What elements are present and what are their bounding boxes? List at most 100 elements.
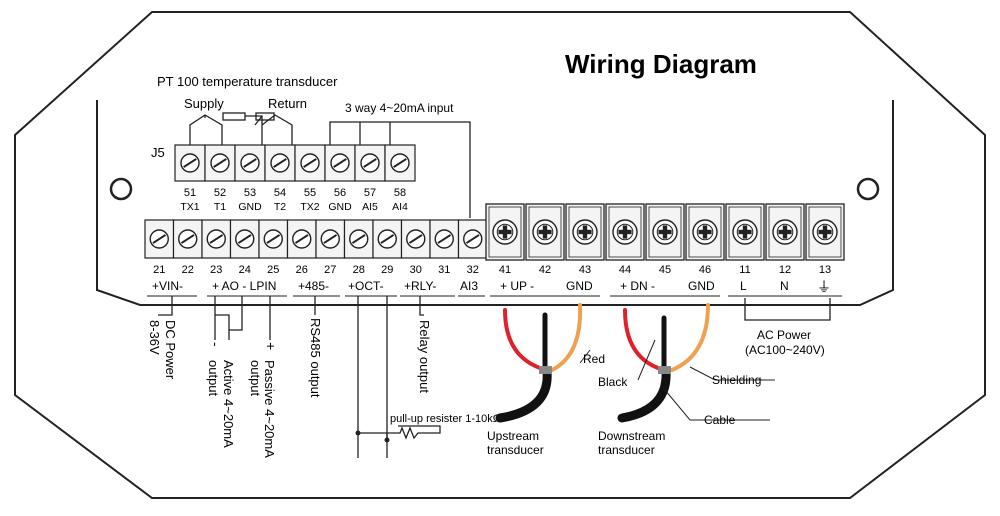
terminal-number: 44 bbox=[619, 264, 631, 276]
terminal-number: 57 bbox=[364, 187, 376, 199]
terminal-22[interactable]: 22 bbox=[172, 219, 203, 276]
downstream-cable bbox=[617, 303, 710, 423]
passive-output-label: output bbox=[248, 360, 263, 397]
right-group-labels: + UP - GND + DN - GND L N ⏚ bbox=[500, 279, 831, 295]
terminal-name: GND bbox=[328, 201, 352, 213]
j5-label: J5 bbox=[151, 145, 165, 160]
terminal-43[interactable]: 43 bbox=[565, 203, 605, 276]
terminal-number: 46 bbox=[699, 264, 711, 276]
terminal-12[interactable]: 12 bbox=[765, 203, 805, 276]
mount-hole-right bbox=[856, 177, 880, 201]
terminal-28[interactable]: 28 bbox=[343, 219, 374, 276]
terminal-25[interactable]: 25 bbox=[258, 219, 289, 276]
page-title: Wiring Diagram bbox=[565, 49, 757, 79]
minus-label: - bbox=[208, 342, 224, 347]
rs485-label: RS485 output bbox=[308, 318, 323, 398]
group-label-rly: +RLY- bbox=[404, 279, 436, 293]
terminal-number: 45 bbox=[659, 264, 671, 276]
terminal-number: 52 bbox=[214, 187, 226, 199]
terminal-number: 25 bbox=[267, 264, 279, 276]
group-label-dn: + DN - bbox=[620, 279, 655, 293]
group-label-oct: +OCT- bbox=[348, 279, 384, 293]
junction-dot bbox=[384, 437, 390, 443]
red-label: Red bbox=[583, 352, 605, 366]
group-label-ao-lpin: + AO - LPIN bbox=[212, 279, 276, 293]
ac-power-bracket bbox=[744, 298, 831, 321]
group-label-ai3: AI3 bbox=[460, 279, 478, 293]
housing-outline bbox=[14, 11, 986, 499]
pt100-wiring bbox=[189, 112, 471, 218]
terminal-30[interactable]: 30 bbox=[400, 219, 431, 276]
terminal-41[interactable]: 41 bbox=[485, 203, 525, 276]
terminal-number: 54 bbox=[274, 187, 286, 199]
terminal-42[interactable]: 42 bbox=[525, 203, 565, 276]
active-output-label: output bbox=[206, 360, 221, 397]
lower-leads bbox=[158, 296, 441, 458]
terminal-29[interactable]: 29 bbox=[372, 219, 403, 276]
downstream-sub-label: transducer bbox=[598, 443, 655, 457]
terminal-number: 42 bbox=[539, 264, 551, 276]
return-label: Return bbox=[268, 96, 307, 111]
group-label-vin: +VIN- bbox=[152, 279, 183, 293]
terminal-number: 22 bbox=[182, 264, 194, 276]
terminal-number: 55 bbox=[304, 187, 316, 199]
active-label: Active 4~20mA bbox=[221, 360, 236, 448]
terminal-number: 28 bbox=[353, 264, 365, 276]
terminal-27[interactable]: 27 bbox=[315, 219, 346, 276]
terminal-name: GND bbox=[238, 201, 262, 213]
terminal-26[interactable]: 26 bbox=[286, 219, 317, 276]
terminal-name: TX1 bbox=[180, 201, 199, 213]
terminal-number: 21 bbox=[153, 264, 165, 276]
terminal-name: AI5 bbox=[362, 201, 378, 213]
terminal-number: 53 bbox=[244, 187, 256, 199]
ac-range-label: (AC100~240V) bbox=[745, 343, 825, 357]
group-label-l: L bbox=[740, 279, 747, 293]
callout-lines bbox=[579, 339, 775, 421]
terminal-number: 23 bbox=[210, 264, 222, 276]
terminal-number: 43 bbox=[579, 264, 591, 276]
terminal-number: 11 bbox=[739, 264, 750, 276]
junction-dot bbox=[355, 430, 361, 436]
terminal-name: TX2 bbox=[300, 201, 319, 213]
terminal-number: 12 bbox=[779, 264, 791, 276]
terminal-21[interactable]: 21 bbox=[144, 219, 175, 276]
terminal-24[interactable]: 24 bbox=[229, 219, 260, 276]
terminal-11[interactable]: 11 bbox=[725, 203, 765, 276]
terminal-number: 41 bbox=[499, 264, 511, 276]
right-terminal-block: 41 42 43 44 45 46 11 12 13 bbox=[485, 203, 845, 276]
terminal-number: 26 bbox=[296, 264, 308, 276]
terminal-23[interactable]: 23 bbox=[201, 219, 232, 276]
terminal-32[interactable]: 32 bbox=[457, 219, 488, 276]
terminal-31[interactable]: 31 bbox=[429, 219, 460, 276]
mount-hole-left bbox=[109, 177, 133, 201]
pt100-label: PT 100 temperature transducer bbox=[157, 74, 338, 89]
terminal-number: 13 bbox=[819, 264, 831, 276]
terminal-44[interactable]: 44 bbox=[605, 203, 645, 276]
terminal-46[interactable]: 46 bbox=[685, 203, 725, 276]
black-label: Black bbox=[598, 375, 628, 389]
group-label-485: +485- bbox=[298, 279, 329, 293]
passive-label: Passive 4~20mA bbox=[262, 360, 277, 458]
terminal-name: T1 bbox=[214, 201, 226, 213]
upstream-sub-label: transducer bbox=[487, 443, 544, 457]
group-label-n: N bbox=[780, 279, 789, 293]
pullup-label: pull-up resister 1-10kΩ bbox=[390, 413, 501, 425]
terminal-13[interactable]: 13 bbox=[805, 203, 845, 276]
cable-label: Cable bbox=[704, 413, 736, 427]
dc-power-label: DC Power bbox=[163, 320, 178, 380]
terminal-number: 51 bbox=[184, 187, 196, 199]
terminal-45[interactable]: 45 bbox=[645, 203, 685, 276]
terminal-number: 30 bbox=[410, 264, 422, 276]
plus-label: + bbox=[263, 342, 279, 350]
group-label-gnd2: GND bbox=[688, 279, 715, 293]
terminal-number: 24 bbox=[239, 264, 251, 276]
